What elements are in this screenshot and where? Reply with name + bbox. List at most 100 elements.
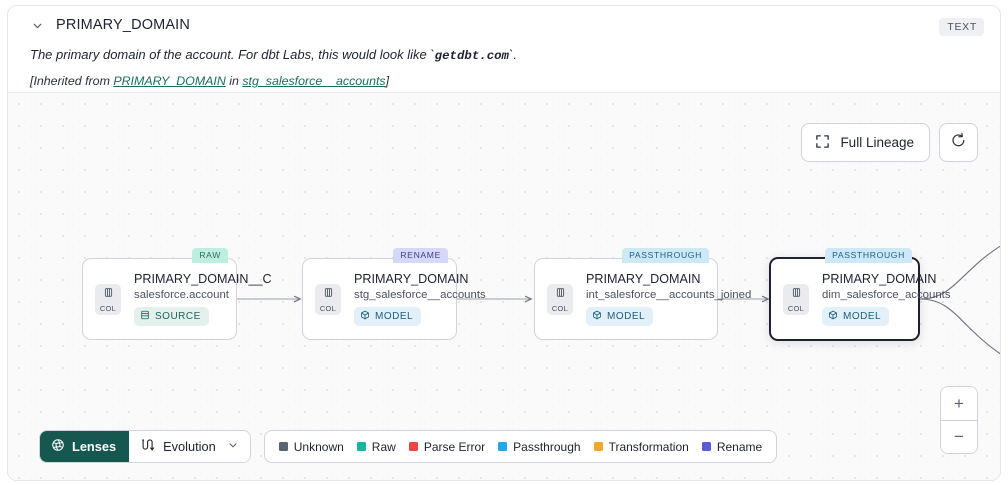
legend-swatch-unknown — [278, 442, 288, 451]
description-prefix: The primary domain of the account. For d… — [30, 47, 435, 62]
node-body: PRIMARY_DOMAIN__C salesforce.account SOU… — [134, 272, 272, 326]
legend-label: Parse Error — [423, 439, 486, 454]
inherited-middle: in — [225, 74, 243, 88]
legend-swatch-transformation — [593, 442, 603, 451]
lineage-legend: Unknown Raw Parse Error Passthrough Tran… — [263, 430, 778, 463]
node-type-pill: MODEL — [354, 307, 422, 326]
column-description: The primary domain of the account. For d… — [30, 47, 517, 63]
legend-label: Rename — [716, 439, 763, 454]
zoom-in-button[interactable]: + — [941, 387, 977, 420]
inherited-column-link[interactable]: PRIMARY_DOMAIN — [113, 74, 226, 88]
node-tag: RENAME — [393, 248, 448, 264]
lenses-label: Lenses — [72, 439, 117, 454]
node-title: PRIMARY_DOMAIN__C — [134, 272, 272, 286]
evolution-icon — [140, 438, 155, 456]
refresh-button[interactable] — [939, 123, 978, 162]
col-chip-label: COL — [99, 304, 117, 313]
node-subtitle: int_salesforce__accounts_joined — [586, 289, 752, 301]
col-chip-label: COL — [787, 304, 805, 313]
col-chip: COL — [547, 283, 573, 315]
node-type-label: MODEL — [375, 311, 414, 322]
col-chip-label: COL — [551, 304, 569, 313]
lineage-node-selected[interactable]: PASSTHROUGH COL PRIMARY_DOMAIN dim_sales… — [769, 248, 951, 341]
column-icon — [103, 285, 114, 303]
database-icon — [140, 310, 150, 323]
col-chip: COL — [315, 283, 341, 315]
cube-icon — [592, 310, 602, 323]
lineage-edges — [237, 245, 1000, 355]
node-subtitle: dim_salesforce_accounts — [822, 289, 951, 301]
evolution-label: Evolution — [163, 439, 216, 454]
inherited-model-link[interactable]: stg_salesforce__accounts — [242, 74, 386, 88]
legend-swatch-raw — [356, 442, 366, 451]
refresh-icon — [950, 132, 967, 154]
canvas-toolbar: Full Lineage — [801, 123, 978, 162]
inherited-from-note: [Inherited from PRIMARY_DOMAIN in stg_sa… — [30, 74, 389, 88]
zoom-out-button[interactable]: − — [941, 420, 977, 453]
node-tag: PASSTHROUGH — [622, 248, 709, 264]
legend-swatch-rename — [701, 442, 711, 451]
inherited-prefix: [Inherited from — [30, 74, 114, 88]
aperture-icon — [51, 438, 65, 455]
node-subtitle: stg_salesforce__accounts — [354, 289, 486, 301]
chevron-down-icon — [227, 439, 239, 454]
lineage-graph: RAW COL PRIMARY_DOMAIN__C salesforce.acc… — [8, 93, 1000, 480]
evolution-dropdown[interactable]: Evolution — [129, 431, 250, 462]
legend-item: Parse Error — [408, 439, 486, 454]
cube-icon — [360, 310, 370, 323]
legend-item: Rename — [701, 439, 763, 454]
node-body: PRIMARY_DOMAIN dim_salesforce_accounts M… — [822, 272, 951, 326]
header-divider — [8, 92, 1000, 93]
chevron-down-icon[interactable] — [30, 18, 44, 32]
node-body: PRIMARY_DOMAIN int_salesforce__accounts_… — [586, 272, 751, 326]
zoom-controls: + − — [940, 386, 978, 454]
col-chip: COL — [95, 283, 121, 315]
canvas-bottom-bar: Lenses Evolution Unknown — [39, 430, 778, 463]
full-lineage-button[interactable]: Full Lineage — [801, 123, 930, 162]
node-type-label: SOURCE — [155, 311, 201, 322]
legend-label: Transformation — [608, 439, 689, 454]
panel-header: PRIMARY_DOMAIN TEXT The primary domain o… — [8, 6, 1000, 93]
node-tag: PASSTHROUGH — [825, 248, 912, 264]
node-type-label: MODEL — [607, 311, 646, 322]
inherited-suffix: ] — [385, 74, 390, 88]
node-tag: RAW — [192, 248, 228, 264]
lineage-canvas[interactable]: Full Lineage — [8, 93, 1000, 480]
column-icon — [791, 285, 802, 303]
node-body: PRIMARY_DOMAIN stg_salesforce__accounts … — [354, 272, 486, 326]
legend-label: Unknown — [293, 439, 344, 454]
node-subtitle: salesforce.account — [134, 289, 229, 301]
column-icon — [555, 285, 566, 303]
legend-item: Raw — [356, 439, 396, 454]
col-chip: COL — [783, 283, 809, 315]
node-type-label: MODEL — [843, 311, 882, 322]
node-content: COL PRIMARY_DOMAIN int_salesforce__accou… — [535, 259, 751, 339]
lenses-button[interactable]: Lenses — [40, 431, 130, 462]
legend-item: Unknown — [278, 439, 344, 454]
legend-label: Passthrough — [513, 439, 581, 454]
node-content: COL PRIMARY_DOMAIN dim_salesforce_accoun… — [771, 259, 951, 339]
lineage-node[interactable]: PASSTHROUGH COL PRIMARY_DOMAIN int_sales… — [534, 248, 751, 340]
legend-item: Transformation — [593, 439, 689, 454]
lenses-evolution-group: Lenses Evolution — [39, 430, 251, 463]
node-title: PRIMARY_DOMAIN — [586, 272, 701, 286]
column-icon — [323, 285, 334, 303]
node-title: PRIMARY_DOMAIN — [354, 272, 469, 286]
lineage-node[interactable]: RENAME COL PRIMARY_DOMAIN stg_salesforce… — [302, 248, 486, 340]
column-lineage-panel: PRIMARY_DOMAIN TEXT The primary domain o… — [7, 5, 1001, 481]
lineage-node[interactable]: RAW COL PRIMARY_DOMAIN__C salesforce.acc… — [82, 248, 272, 340]
legend-swatch-passthrough — [498, 442, 508, 451]
node-content: COL PRIMARY_DOMAIN stg_salesforce__accou… — [303, 259, 486, 339]
cube-icon — [828, 310, 838, 323]
node-title: PRIMARY_DOMAIN — [822, 272, 937, 286]
node-type-pill: MODEL — [586, 307, 654, 326]
description-suffix: `. — [509, 47, 517, 62]
full-lineage-label: Full Lineage — [840, 135, 914, 150]
legend-label: Raw — [371, 439, 396, 454]
header-title-row: PRIMARY_DOMAIN — [30, 17, 190, 33]
col-chip-label: COL — [319, 304, 337, 313]
expand-corners-icon — [815, 134, 830, 152]
page-title: PRIMARY_DOMAIN — [56, 17, 190, 33]
column-type-badge: TEXT — [939, 18, 984, 36]
node-content: COL PRIMARY_DOMAIN__C salesforce.account… — [83, 259, 272, 339]
